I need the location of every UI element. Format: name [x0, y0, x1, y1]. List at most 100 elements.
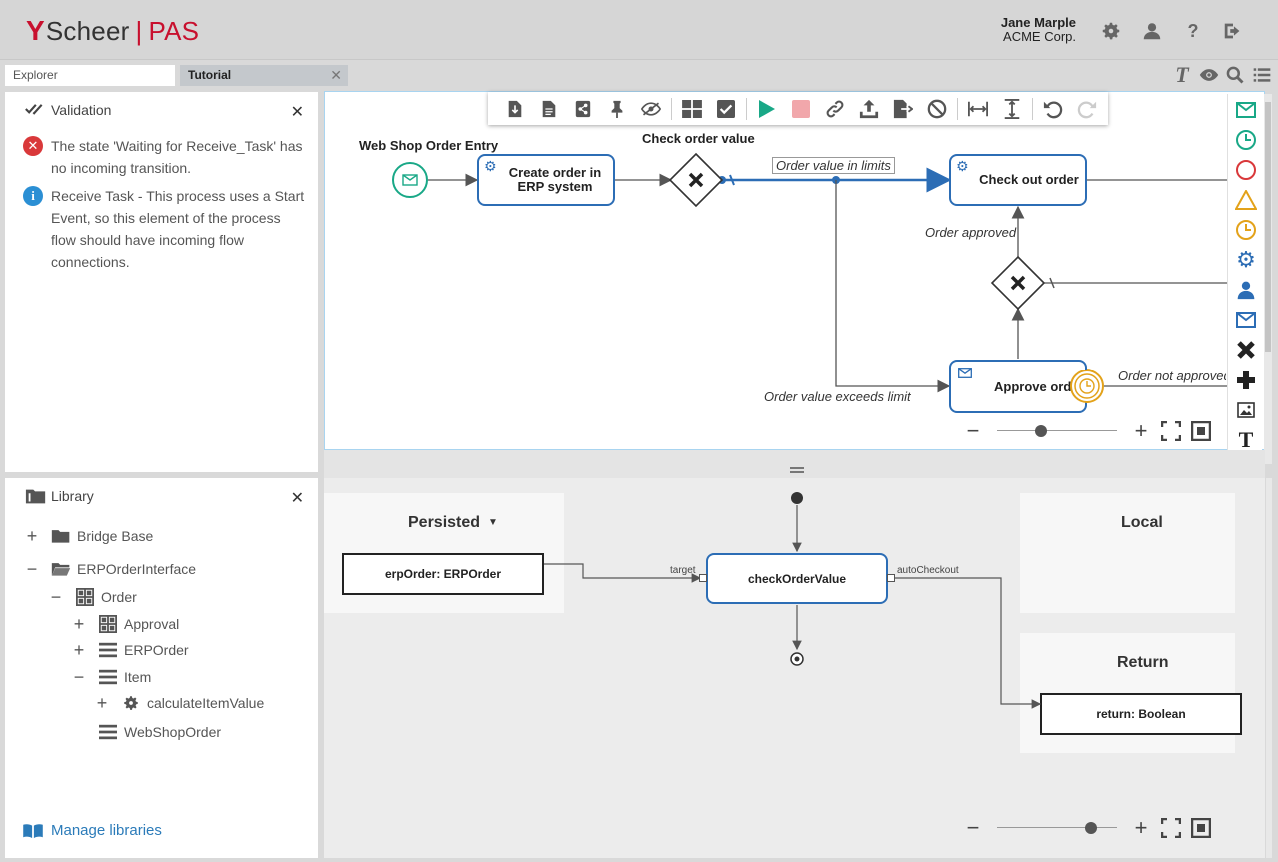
text-tool-icon[interactable]: T [1238, 427, 1254, 452]
user-task-icon[interactable] [1234, 278, 1258, 302]
task-approve-order[interactable]: Approve orde [949, 360, 1087, 413]
layout-grid-icon[interactable] [675, 92, 709, 125]
user-icon[interactable] [1141, 20, 1163, 42]
close-tab-icon[interactable]: ✕ [330, 67, 342, 83]
input-port[interactable] [699, 574, 707, 582]
tree-item-item[interactable]: − Item [72, 666, 152, 688]
task-check-out-order[interactable]: ⚙ Check out order [949, 154, 1087, 206]
expand-icon[interactable]: + [26, 526, 38, 546]
expand-icon[interactable]: + [73, 640, 85, 660]
play-icon[interactable] [750, 92, 784, 125]
chevron-down-icon[interactable]: ▼ [488, 517, 498, 528]
tree-item-bridge-base[interactable]: + Bridge Base [25, 525, 154, 547]
zoom-slider-knob[interactable] [1035, 425, 1048, 437]
receive-task-icon[interactable] [1234, 308, 1258, 332]
help-icon[interactable]: ? [1187, 21, 1199, 41]
collapse-icon[interactable]: − [26, 559, 38, 579]
task-create-order[interactable]: ⚙ Create order in ERP system [477, 154, 615, 206]
service-task-icon[interactable]: ⚙ [1236, 247, 1256, 272]
document-icon[interactable] [532, 92, 566, 125]
fit-to-screen-icon[interactable] [1191, 818, 1211, 838]
message-start-event-icon[interactable] [1234, 98, 1258, 122]
zoom-in-icon[interactable]: + [1134, 418, 1148, 443]
tree-item-order[interactable]: − Order [49, 586, 137, 608]
validation-message-info[interactable]: Receive Task - This process uses a Start… [51, 188, 305, 270]
tree-item-webshoporder[interactable]: WebShopOrder [72, 721, 221, 743]
mapping-autocheckout-to-return[interactable] [894, 577, 1042, 709]
initial-state[interactable] [791, 492, 803, 504]
logout-icon[interactable] [1222, 20, 1244, 42]
task-check-out-label: Check out order [979, 172, 1079, 187]
list-view-icon[interactable] [1252, 65, 1272, 85]
user-info[interactable]: Jane Marple ACME Corp. [960, 16, 1076, 44]
fit-to-screen-icon[interactable] [1191, 421, 1211, 441]
expand-icon[interactable]: + [73, 614, 85, 634]
tree-item-calculateitemvalue[interactable]: + calculateItemValue [95, 692, 265, 714]
import-icon[interactable] [498, 92, 532, 125]
search-icon[interactable] [1225, 65, 1245, 85]
tab-explorer[interactable]: Explorer [5, 65, 175, 86]
share-icon[interactable] [566, 92, 600, 125]
eye-icon[interactable] [1199, 65, 1219, 85]
undo-icon[interactable] [1036, 92, 1070, 125]
list-icon [99, 669, 117, 685]
upload-icon[interactable] [852, 92, 886, 125]
exclusive-gateway-icon[interactable] [1234, 338, 1258, 362]
return-variable-label: return: Boolean [1096, 707, 1186, 721]
canvas-splitter[interactable] [324, 450, 1265, 478]
escalation-event-icon[interactable] [1234, 188, 1258, 212]
zoom-in-icon[interactable]: + [1134, 815, 1148, 840]
tree-item-erporderinterface[interactable]: − ERPOrderInterface [25, 558, 196, 580]
zoom-slider[interactable] [987, 421, 1127, 441]
function-checkordervalue[interactable]: checkOrderValue [706, 553, 888, 604]
end-event-icon[interactable] [1234, 158, 1258, 182]
output-port[interactable] [887, 574, 895, 582]
hide-icon[interactable] [634, 92, 668, 125]
export-icon[interactable] [886, 92, 920, 125]
fullscreen-icon[interactable] [1161, 421, 1181, 441]
timer-start-event-icon[interactable] [1234, 128, 1258, 152]
text-format-icon[interactable]: T [1175, 62, 1189, 87]
gateway-check-order-value[interactable] [668, 152, 724, 208]
fit-width-icon[interactable] [961, 92, 995, 125]
zoom-out-icon[interactable]: − [966, 815, 980, 840]
vertical-scrollbar[interactable] [1264, 94, 1272, 464]
tree-item-erporder[interactable]: + ERPOrder [72, 639, 189, 661]
fit-height-icon[interactable] [995, 92, 1029, 125]
zoom-slider[interactable] [987, 818, 1127, 838]
gateway-approval[interactable] [990, 255, 1046, 311]
flow-exceeds-limit[interactable] [835, 180, 951, 393]
persisted-variable-box[interactable]: erpOrder: ERPOrder [342, 553, 544, 595]
link-icon[interactable] [818, 92, 852, 125]
tab-tutorial[interactable]: Tutorial✕ [180, 65, 348, 86]
mapping-persisted-to-target[interactable] [544, 563, 702, 583]
manage-libraries-link[interactable]: Manage libraries [22, 822, 162, 839]
flow-in-limits-label[interactable]: Order value in limits [772, 157, 895, 174]
vertical-scrollbar-bottom[interactable] [1266, 478, 1272, 858]
collapse-icon[interactable]: − [73, 667, 85, 687]
service-task-gear-icon: ⚙ [484, 158, 497, 174]
parallel-gateway-icon[interactable] [1234, 368, 1258, 392]
redo-icon[interactable] [1070, 92, 1104, 125]
timer-event-icon[interactable] [1234, 218, 1258, 242]
stop-icon[interactable] [784, 92, 818, 125]
image-icon[interactable] [1234, 398, 1258, 422]
zoom-slider-knob[interactable] [1084, 822, 1097, 834]
pin-icon[interactable] [600, 92, 634, 125]
fullscreen-icon[interactable] [1161, 818, 1181, 838]
close-icon[interactable]: ✕ [290, 490, 304, 507]
return-variable-box[interactable]: return: Boolean [1040, 693, 1242, 735]
validate-check-icon[interactable] [709, 92, 743, 125]
tree-item-approval[interactable]: + Approval [72, 613, 179, 635]
zoom-out-icon[interactable]: − [966, 418, 980, 443]
gear-icon[interactable] [1100, 20, 1122, 42]
process-canvas[interactable] [324, 91, 1265, 450]
return-title: Return [1117, 654, 1169, 671]
scrollbar-thumb[interactable] [1265, 102, 1271, 352]
collapse-icon[interactable]: − [50, 587, 62, 607]
expand-icon[interactable]: + [96, 693, 108, 713]
timer-boundary-overlay[interactable] [1070, 370, 1104, 404]
close-icon[interactable]: ✕ [290, 104, 304, 121]
disable-icon[interactable] [920, 92, 954, 125]
validation-message-error[interactable]: The state 'Waiting for Receive_Task' has… [51, 138, 303, 176]
